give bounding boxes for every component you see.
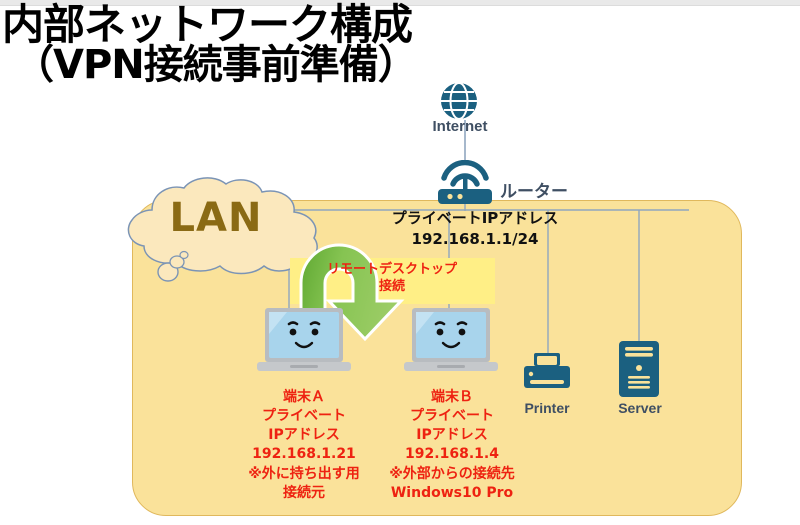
- terminal-b-name: 端末Ｂ: [431, 389, 473, 405]
- terminal-a-caption: 端末Ａ プライベート IPアドレス 192.168.1.21 ※外に持ち出す用 …: [234, 388, 374, 503]
- window-top-bar: [0, 0, 800, 6]
- terminal-b-ip-title-1: プライベート: [410, 408, 494, 424]
- router-ip-value: 192.168.1.1/24: [411, 230, 539, 248]
- router-label: ルーター: [500, 182, 568, 202]
- router-ip-title: プライベートIPアドレス: [391, 209, 559, 227]
- page-title-line-2: （VPN接続事前準備）: [14, 42, 418, 88]
- terminal-a-ip-value: 192.168.1.21: [252, 446, 356, 462]
- terminal-a-note-2: 接続元: [283, 485, 325, 501]
- terminal-a-note-1: ※外に持ち出す用: [248, 466, 360, 482]
- remote-desktop-label: リモートデスクトップ 接続: [286, 261, 498, 295]
- terminal-a-ip-title-2: IPアドレス: [268, 427, 340, 443]
- terminal-a-name: 端末Ａ: [283, 389, 325, 405]
- printer-label: Printer: [524, 400, 570, 416]
- router-ip-info: プライベートIPアドレス 192.168.1.1/24: [355, 208, 595, 250]
- terminal-b-caption: 端末Ｂ プライベート IPアドレス 192.168.1.4 ※外部からの接続先 …: [378, 388, 526, 503]
- router-icon: [434, 159, 496, 205]
- globe-icon: [440, 82, 478, 120]
- remote-desktop-label-line-1: リモートデスクトップ: [326, 262, 457, 277]
- printer-icon: [523, 352, 571, 396]
- terminal-a-ip-title-1: プライベート: [262, 408, 346, 424]
- terminal-b-ip-value: 192.168.1.4: [405, 446, 499, 462]
- server-label: Server: [618, 400, 662, 416]
- terminal-b-note-1: ※外部からの接続先: [389, 466, 515, 482]
- terminal-b-note-2: Windows10 Pro: [390, 485, 514, 501]
- page-title-line-1: 内部ネットワーク構成: [2, 0, 413, 49]
- terminal-b-ip-title-2: IPアドレス: [416, 427, 488, 443]
- internet-label: Internet: [432, 118, 488, 135]
- remote-desktop-label-line-2: 接続: [378, 279, 405, 294]
- page-title: 内部ネットワーク構成 （VPN接続事前準備）: [0, 0, 500, 88]
- laptop-icon-terminal-a: [256, 306, 352, 378]
- lan-cloud-label: LAN: [169, 195, 263, 241]
- laptop-icon-terminal-b: [403, 306, 499, 378]
- server-icon: [618, 340, 660, 398]
